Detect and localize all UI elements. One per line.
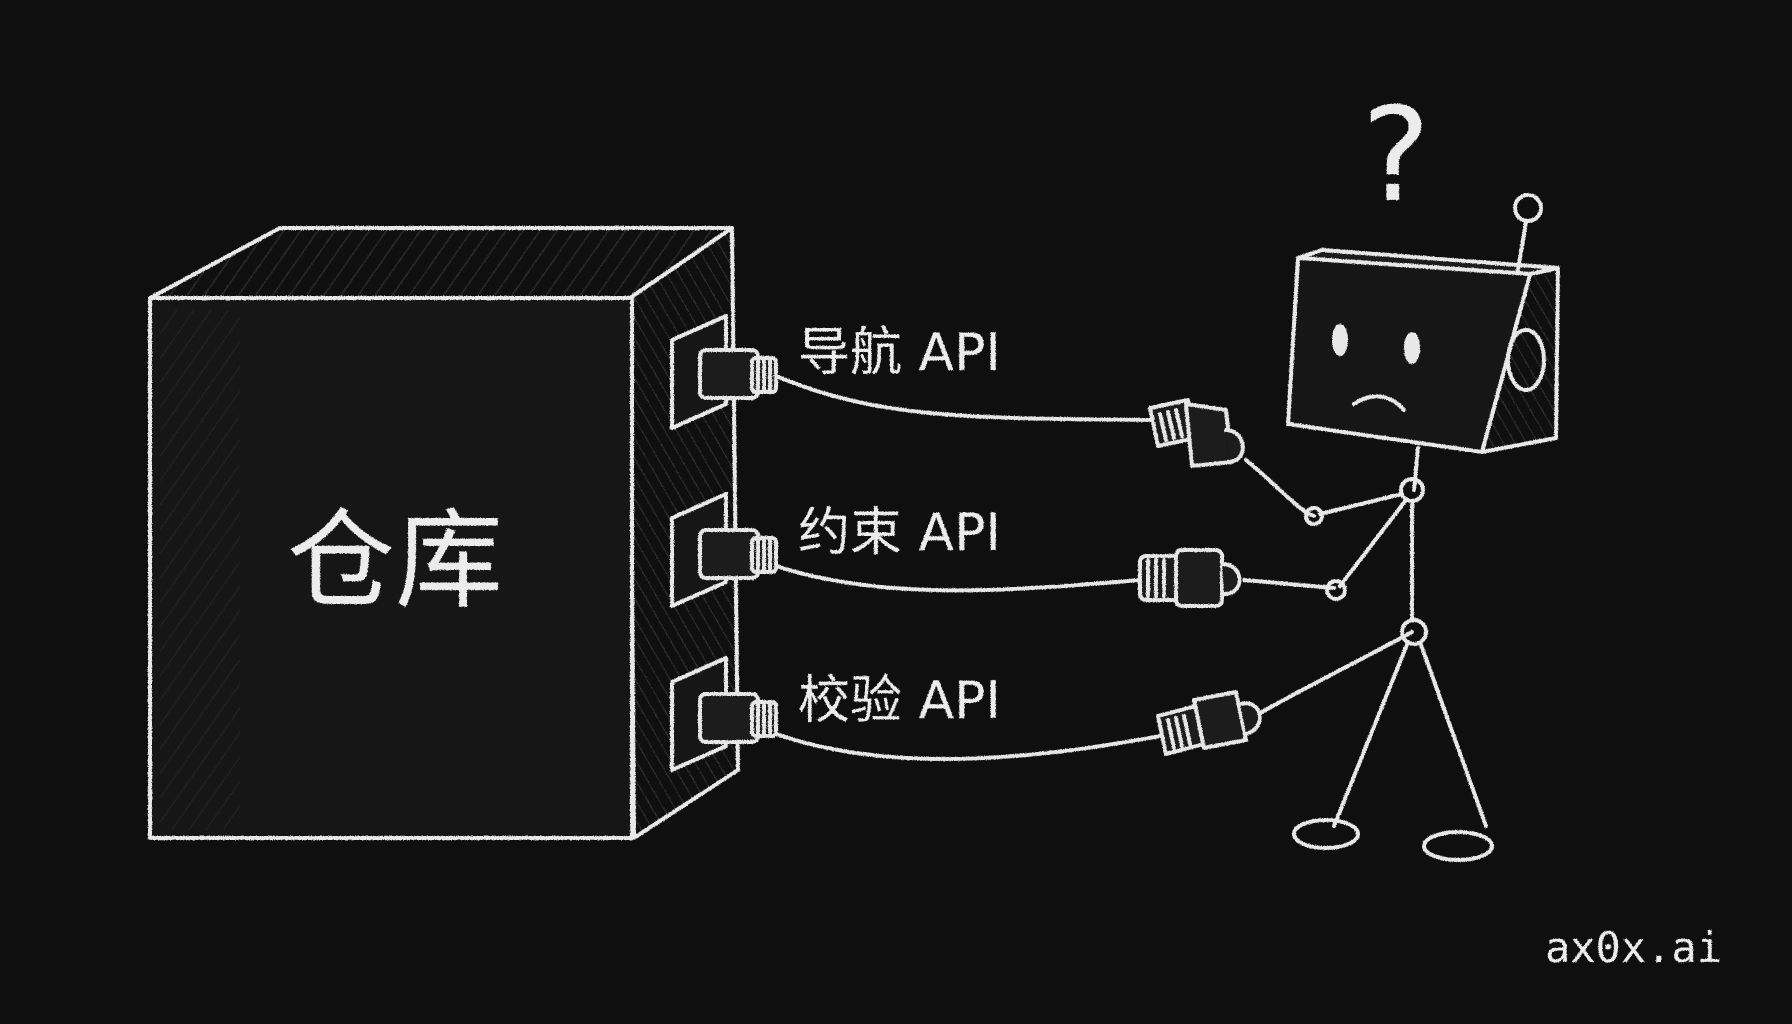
connector-constraint bbox=[1138, 548, 1242, 608]
api-label-navigation: 导航 API bbox=[798, 323, 1001, 383]
robot-antenna-tip bbox=[1513, 193, 1543, 223]
robot-hand-upper bbox=[1304, 506, 1324, 526]
robot-leg-left bbox=[1332, 640, 1410, 828]
robot-head bbox=[1286, 193, 1560, 454]
connector-validation bbox=[1156, 690, 1262, 756]
watermark: ax0x.ai bbox=[1545, 923, 1722, 972]
robot-arm-upper bbox=[1318, 492, 1404, 516]
api-label-validation: 校验 API bbox=[798, 671, 1001, 731]
cable-navigation bbox=[698, 348, 1316, 518]
cables bbox=[698, 348, 1414, 761]
warehouse-label: 仓库 bbox=[287, 499, 503, 624]
robot-figure bbox=[1286, 193, 1560, 862]
arm-upper-right bbox=[1244, 458, 1316, 518]
question-mark-icon: ? bbox=[1362, 79, 1431, 231]
warehouse-box bbox=[148, 226, 740, 840]
robot-antenna bbox=[1516, 220, 1528, 272]
robot-neck bbox=[1412, 446, 1420, 492]
plug-icon bbox=[698, 692, 760, 744]
plug-icon bbox=[698, 348, 760, 400]
robot-arm-lower bbox=[1338, 498, 1408, 588]
robot-leg-right bbox=[1418, 640, 1488, 828]
robot-hip-joint bbox=[1400, 618, 1428, 646]
robot-foot-left bbox=[1292, 818, 1360, 850]
cable-constraint bbox=[698, 528, 1336, 608]
robot-eye-right bbox=[1404, 332, 1420, 364]
robot-hand-lower bbox=[1325, 579, 1347, 601]
robot-foot-right bbox=[1422, 830, 1494, 862]
robot-eye-left bbox=[1332, 324, 1348, 356]
cable-validation bbox=[698, 630, 1414, 761]
api-label-constraint: 约束 API bbox=[798, 503, 1001, 563]
plug-icon bbox=[698, 528, 760, 580]
robot-mouth bbox=[1352, 394, 1406, 412]
connector-navigation bbox=[1148, 398, 1245, 468]
robot-ear bbox=[1506, 328, 1546, 392]
